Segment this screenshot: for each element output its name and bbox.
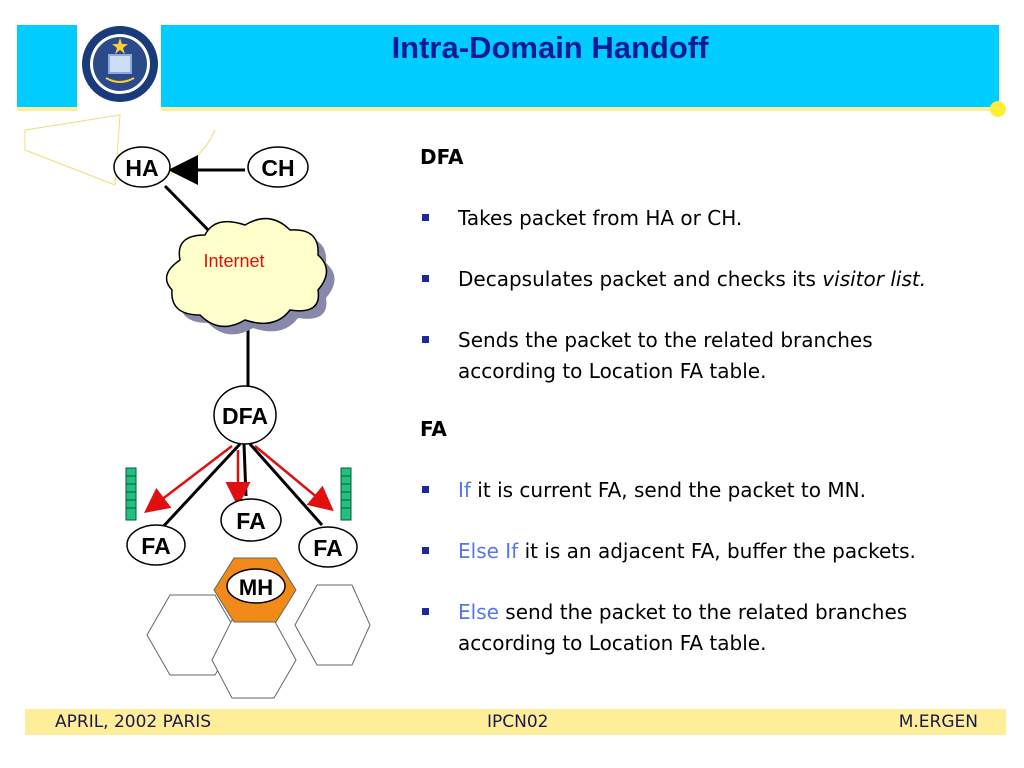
bullet-square-icon [422, 214, 429, 221]
dfa-label: DFA [222, 403, 268, 429]
dfa-fa-right-link [248, 443, 324, 526]
fa-bullet-2-keyword: Else If [458, 539, 519, 563]
fa-bullet-3-text: send the packet to the related branches [498, 600, 908, 624]
red-arrow-right [254, 445, 334, 512]
content-panel: DFA Takes packet from HA or CH. Decapsul… [420, 145, 1010, 659]
university-seal-logo [82, 26, 158, 102]
fa-left-node [126, 524, 186, 566]
slide-title: Intra-Domain Handoff [391, 30, 709, 65]
footer-conference: IPCN02 [487, 712, 549, 732]
buffer-left [125, 467, 137, 521]
ha-node [113, 146, 171, 188]
fa-left-label: FA [141, 533, 170, 559]
slide-footer: APRIL, 2002 PARIS IPCN02 M.ERGEN [25, 709, 1006, 735]
ha-label: HA [125, 155, 158, 181]
buffer-right [340, 467, 352, 521]
fa-bullet-1-text: it is current FA, send the packet to MN. [470, 478, 866, 502]
dfa-bullet-1-text: Takes packet from HA or CH. [458, 206, 743, 230]
dfa-bullet-3-line-1: Sends the packet to the related branches [458, 328, 873, 352]
fa-heading: FA [420, 417, 447, 441]
fa-bullet-3-line-2: according to Location FA table. [458, 631, 767, 655]
fa-bullet-3: Else send the packet to the related bran… [420, 597, 1010, 659]
fa-center-node [220, 498, 282, 542]
dfa-bullet-2-text: Decapsulates packet and checks its [458, 267, 823, 291]
mh-label: MH [239, 575, 273, 600]
footer-date: APRIL, 2002 PARIS [55, 712, 212, 732]
cell-hex-right [294, 584, 371, 666]
bullet-square-icon [422, 547, 429, 554]
dfa-bullet-3-line-2: according to Location FA table. [458, 359, 767, 383]
handoff-diagram: Internet MH HA CH DFA FA FA FA [24, 114, 371, 699]
internet-cloud [165, 217, 335, 335]
dfa-bullet-1: Takes packet from HA or CH. [420, 203, 1010, 234]
fa-right-node [298, 526, 358, 568]
bullet-square-icon [422, 608, 429, 615]
dfa-node [213, 385, 277, 445]
fa-center-label: FA [236, 508, 265, 534]
decorative-arc-left [24, 114, 121, 186]
dfa-heading: DFA [420, 145, 464, 169]
fa-bullet-2-text: it is an adjacent FA, buffer the packets… [518, 539, 916, 563]
fa-bullet-1: If it is current FA, send the packet to … [420, 475, 1010, 506]
dfa-bullet-2: Decapsulates packet and checks its visit… [420, 264, 1010, 295]
bullet-square-icon [422, 275, 429, 282]
fa-right-label: FA [313, 535, 342, 561]
ch-label: CH [261, 155, 294, 181]
internet-label: Internet [203, 251, 264, 271]
bullet-square-icon [422, 486, 429, 493]
header-dot [990, 101, 1006, 117]
fa-bullet-2: Else If it is an adjacent FA, buffer the… [420, 536, 1010, 567]
fa-bullet-1-keyword: If [458, 478, 471, 502]
red-arrow-left [144, 445, 233, 514]
footer-author: M.ERGEN [898, 712, 978, 732]
header-divider [17, 107, 999, 111]
ch-node [247, 146, 309, 188]
dfa-bullet-3: Sends the packet to the related branches… [420, 325, 1010, 387]
bullet-square-icon [422, 336, 429, 343]
visitor-list-text: visitor list. [822, 267, 927, 291]
fa-bullet-3-keyword: Else [458, 600, 499, 624]
dfa-fa-left-link [158, 442, 242, 532]
mh-node [226, 568, 286, 604]
header-bar [17, 25, 999, 107]
dfa-fa-center-link [242, 443, 248, 497]
